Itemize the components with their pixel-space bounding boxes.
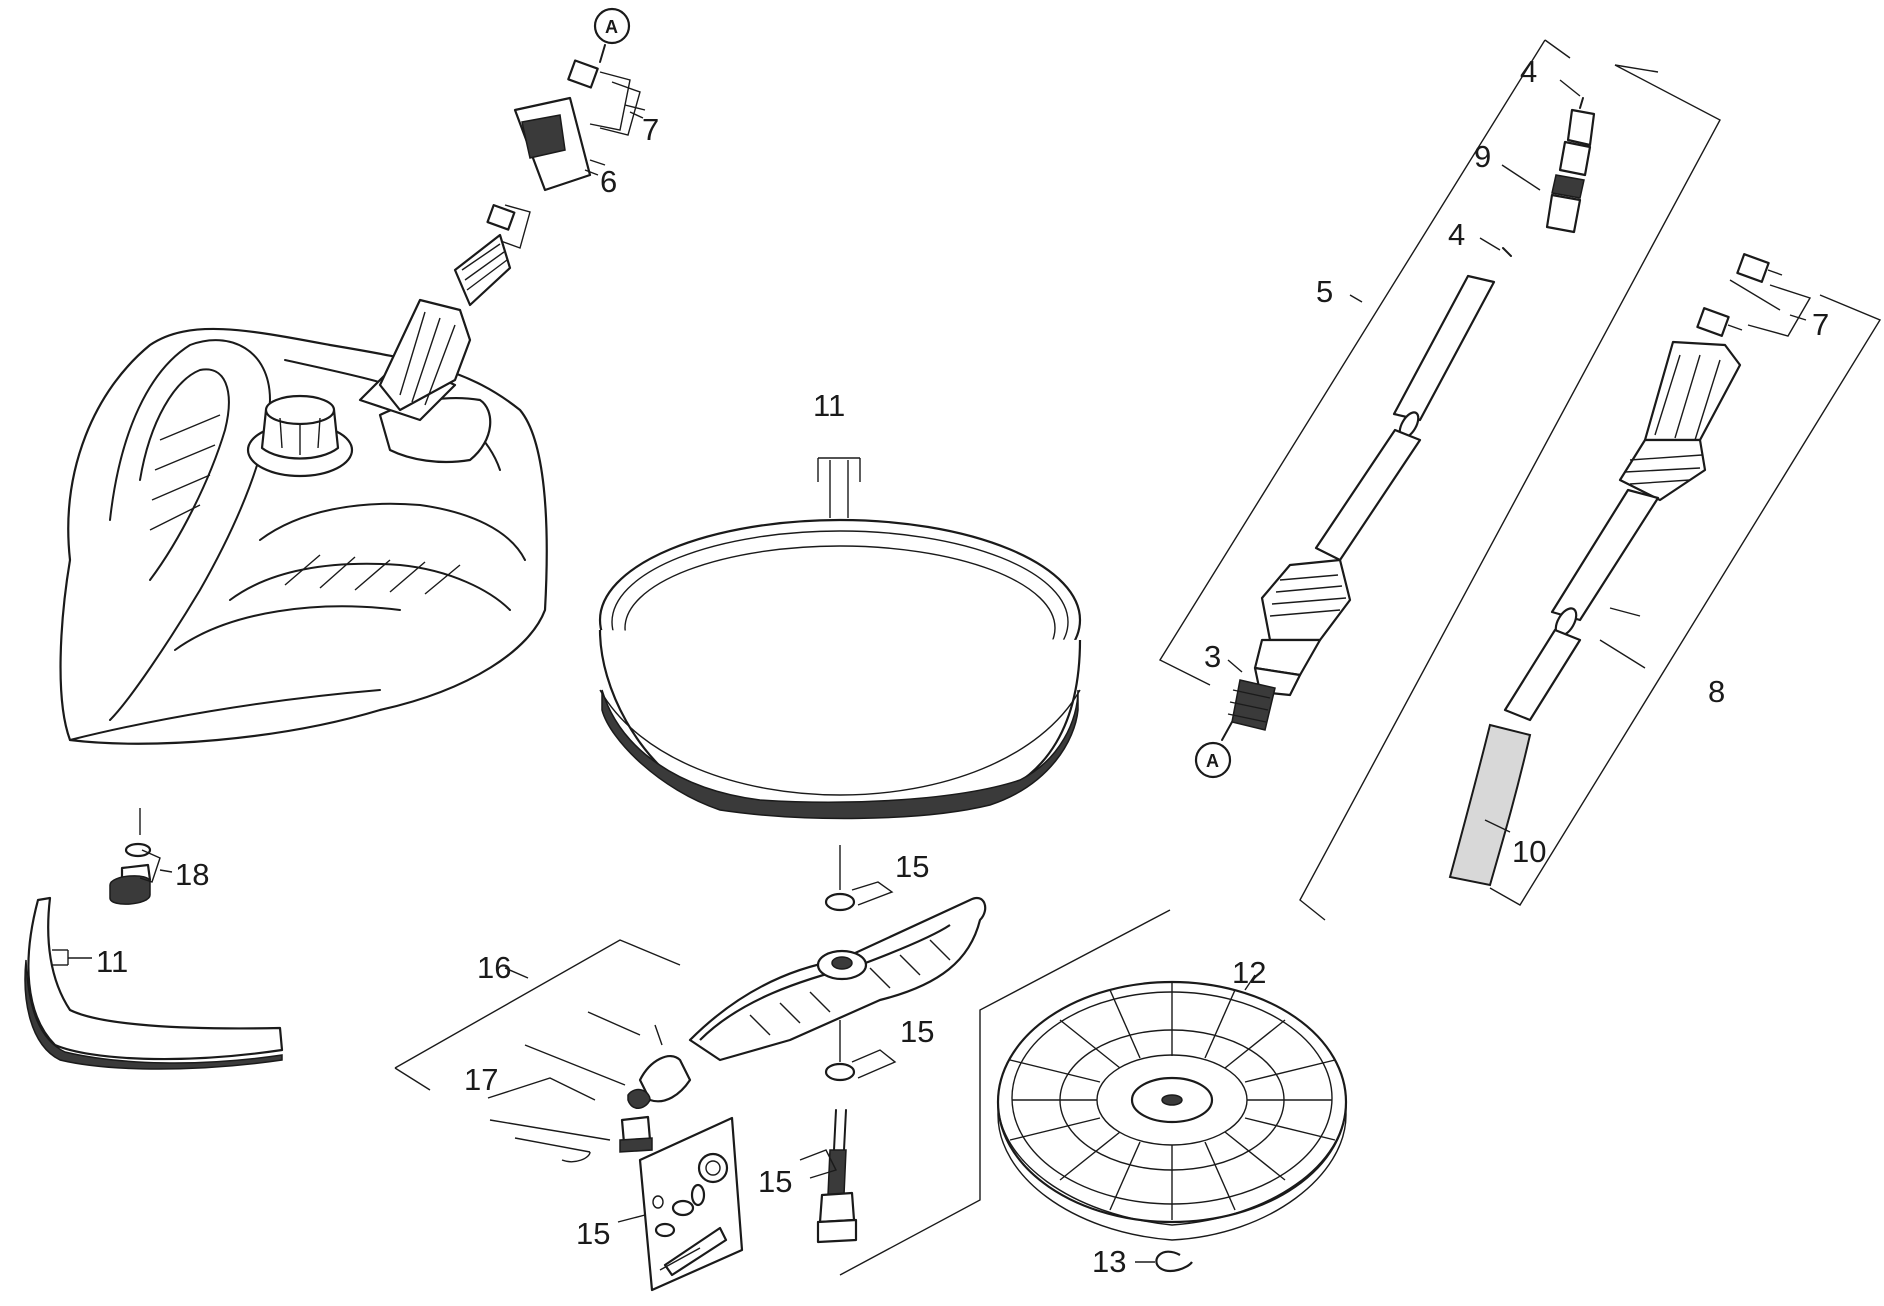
label-part-15-top: 15 bbox=[895, 849, 929, 884]
part-labels: 7 6 11 4 9 4 5 7 3 8 10 18 11 15 16 12 1… bbox=[96, 54, 1829, 1279]
right-lance-tube: A bbox=[1194, 97, 1596, 779]
label-part-12: 12 bbox=[1232, 955, 1266, 990]
label-part-4-top: 4 bbox=[1520, 54, 1537, 89]
brush-ring bbox=[598, 457, 1082, 820]
label-part-15-middle: 15 bbox=[900, 1014, 934, 1049]
reference-a-bottom: A bbox=[1206, 751, 1219, 771]
rotor-arm bbox=[561, 845, 987, 1163]
top-lance-assembly: A bbox=[378, 7, 646, 412]
label-part-15-bag: 15 bbox=[576, 1216, 610, 1251]
label-part-9: 9 bbox=[1474, 139, 1491, 174]
label-part-17: 17 bbox=[464, 1062, 498, 1097]
label-part-13: 13 bbox=[1092, 1244, 1126, 1279]
label-part-11-strip: 11 bbox=[96, 944, 128, 979]
label-part-16: 16 bbox=[477, 950, 511, 985]
leader-lines bbox=[68, 39, 1882, 1276]
label-part-8: 8 bbox=[1708, 674, 1725, 709]
fitting-18 bbox=[109, 808, 152, 905]
far-right-lance bbox=[1448, 253, 1783, 887]
label-part-10: 10 bbox=[1512, 834, 1546, 869]
seal-kit-bag bbox=[638, 1116, 744, 1292]
support-disc bbox=[996, 980, 1348, 1241]
label-part-7-right: 7 bbox=[1812, 307, 1829, 342]
label-part-4-lower: 4 bbox=[1448, 217, 1465, 252]
label-part-5: 5 bbox=[1316, 274, 1333, 309]
label-part-18: 18 bbox=[175, 857, 209, 892]
brush-strip bbox=[24, 896, 284, 1070]
cleaner-hood bbox=[59, 327, 548, 745]
reference-a-top: A bbox=[605, 17, 618, 37]
label-part-7-top: 7 bbox=[642, 112, 659, 147]
label-part-3: 3 bbox=[1204, 639, 1221, 674]
label-part-11-ring: 11 bbox=[813, 388, 845, 423]
label-part-6: 6 bbox=[600, 164, 617, 199]
spindle bbox=[816, 1109, 858, 1244]
label-part-15-spindle: 15 bbox=[758, 1164, 792, 1199]
circlip bbox=[1155, 1250, 1193, 1272]
